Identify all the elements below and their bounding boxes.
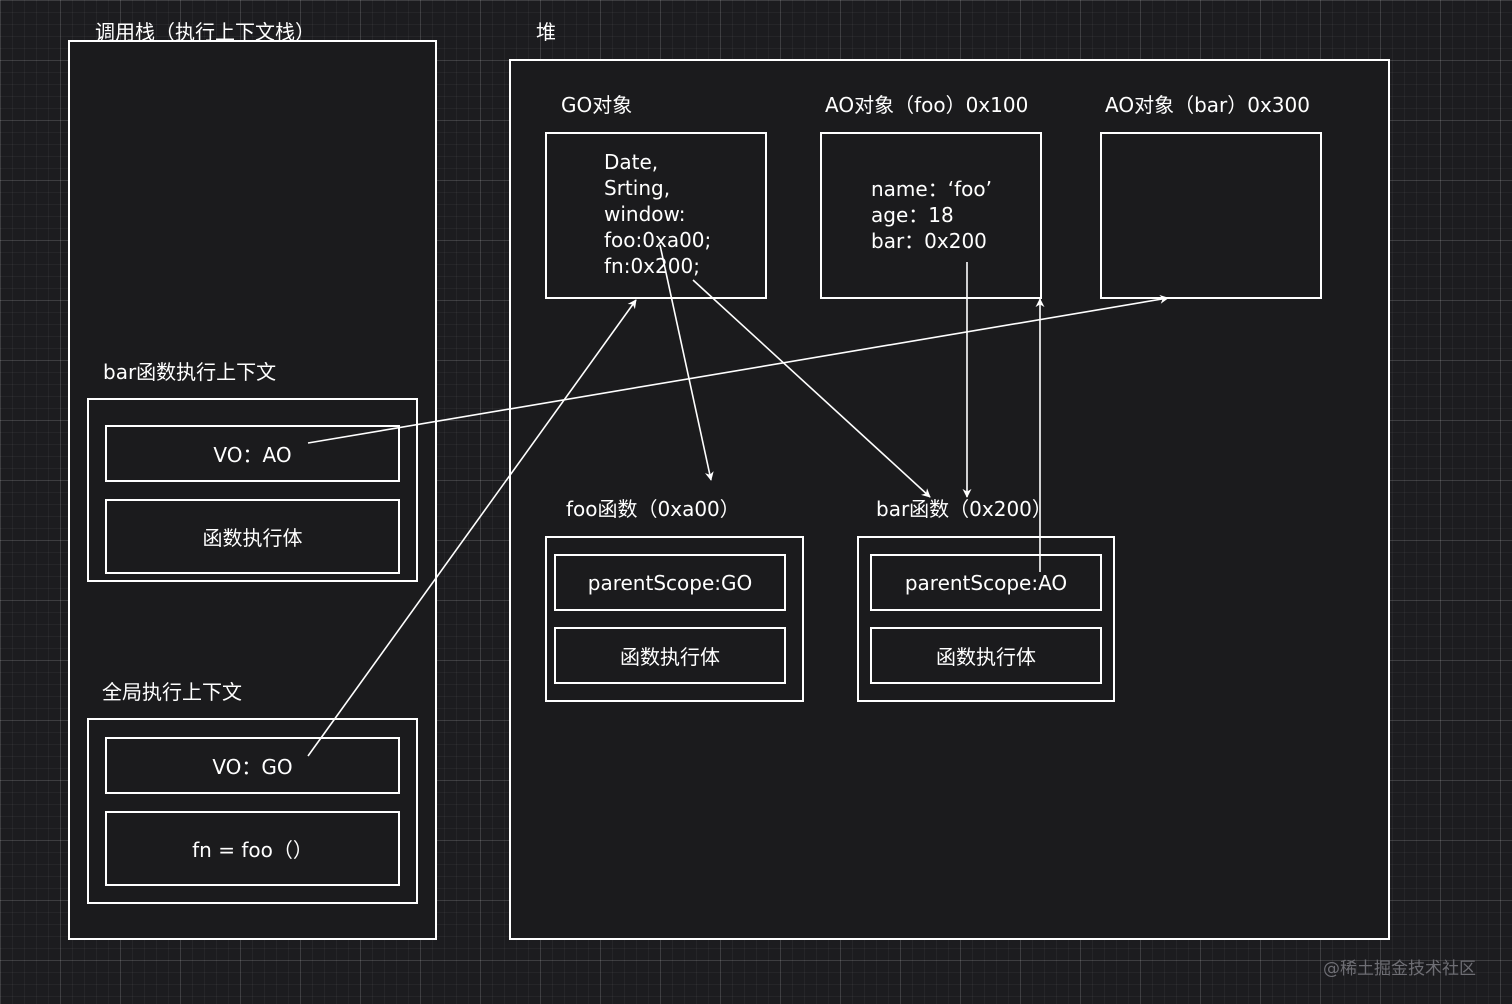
- ao-bar-label: AO对象（bar）0x300: [1105, 93, 1310, 117]
- go-prop-fn: fn:0x200;: [604, 254, 700, 278]
- go-prop-window: window:: [604, 202, 686, 226]
- go-object-box: [545, 132, 767, 299]
- go-prop-foo: foo:0xa00;: [604, 228, 712, 252]
- watermark: @稀土掘金技术社区: [1323, 959, 1476, 979]
- foo-function-scope: parentScope:GO: [554, 554, 786, 611]
- bar-function-label: bar函数（0x200）: [876, 497, 1052, 521]
- bar-context-label: bar函数执行上下文: [103, 360, 277, 384]
- bar-function-body: 函数执行体: [870, 627, 1102, 684]
- global-context-body: fn = foo（）: [105, 811, 400, 886]
- ao-bar-box: [1100, 132, 1322, 299]
- ao-foo-prop-age: age：18: [871, 203, 954, 227]
- ao-foo-box: [820, 132, 1042, 299]
- ao-foo-label: AO对象（foo）0x100: [825, 93, 1029, 117]
- bar-context-vo: VO：AO: [105, 425, 400, 482]
- go-prop-string: Srting,: [604, 176, 671, 200]
- go-object-props: Date, Srting, window: foo:0xa00; fn:0x20…: [604, 149, 711, 279]
- bar-function-frame: [857, 536, 1115, 702]
- foo-function-label: foo函数（0xa00）: [566, 497, 740, 521]
- bar-context-body: 函数执行体: [105, 499, 400, 574]
- bar-function-scope: parentScope:AO: [870, 554, 1102, 611]
- foo-function-body: 函数执行体: [554, 627, 786, 684]
- go-prop-date: Date,: [604, 150, 659, 174]
- ao-foo-prop-name: name：‘foo’: [871, 177, 992, 201]
- ao-foo-props: name：‘foo’ age：18 bar：0x200: [871, 176, 992, 254]
- ao-foo-prop-bar: bar：0x200: [871, 229, 987, 253]
- heap-title: 堆: [536, 20, 556, 44]
- global-context-vo: VO：GO: [105, 737, 400, 794]
- global-context-label: 全局执行上下文: [102, 680, 242, 704]
- go-object-label: GO对象: [561, 93, 633, 117]
